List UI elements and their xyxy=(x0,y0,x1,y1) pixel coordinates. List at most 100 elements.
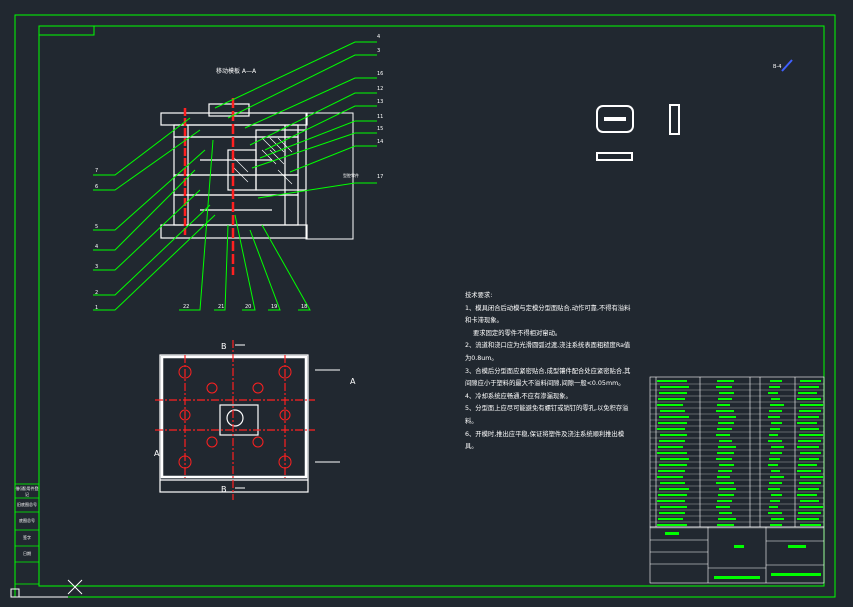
callout-right-9: 17 xyxy=(377,174,384,180)
plan-view xyxy=(159,354,309,493)
parts-row-cell xyxy=(717,476,730,478)
callout-left-7: 1 xyxy=(95,305,99,311)
callout-left-6: 2 xyxy=(95,290,99,296)
parts-row-cell xyxy=(660,482,685,484)
note-1b: 要求固定的零件不得相对窜动。 xyxy=(473,329,562,337)
parts-row-cell xyxy=(798,416,819,418)
parts-row-cell xyxy=(657,452,687,454)
parts-row-cell xyxy=(771,398,780,400)
parts-row-cell xyxy=(769,386,780,388)
parts-row-cell xyxy=(797,494,817,496)
parts-row-cell xyxy=(800,380,821,382)
technical-notes: 技术要求: 1、模具闭合后动模与定模分型面贴合,动作可靠,不得有溢料和卡滞现象。… xyxy=(465,290,635,454)
parts-row-cell xyxy=(799,386,819,388)
parts-row-cell xyxy=(658,446,683,448)
parts-row-cell xyxy=(800,476,823,478)
parts-row-cell xyxy=(659,416,689,418)
parts-list-rows xyxy=(650,380,824,529)
parts-row-cell xyxy=(797,422,817,424)
parts-row-cell xyxy=(770,428,780,430)
side-table-cell-2: 旧底图总号 xyxy=(17,502,37,507)
callout-left-3: 5 xyxy=(95,224,99,230)
callout-left-4: 4 xyxy=(95,244,99,250)
parts-row-cell xyxy=(770,452,782,454)
part-view-slot xyxy=(669,104,680,135)
callout-left-5: 3 xyxy=(95,264,99,270)
parts-row-cell xyxy=(719,512,732,514)
parts-row-cell xyxy=(769,506,778,508)
note-4: 4、冷却系统应畅通,不应有渗漏现象。 xyxy=(465,392,572,400)
parts-row-cell xyxy=(798,392,817,394)
parts-row-cell xyxy=(799,458,819,460)
parts-row-cell xyxy=(770,524,782,526)
parts-row-cell xyxy=(799,482,821,484)
callout-right-5: 13 xyxy=(377,99,384,105)
parts-row-cell xyxy=(768,512,782,514)
parts-row-cell xyxy=(800,452,821,454)
parts-row-cell xyxy=(660,458,689,460)
callout-left-2: 6 xyxy=(95,184,99,190)
ucs-icon xyxy=(10,579,83,598)
parts-row-cell xyxy=(718,494,734,496)
parts-row-cell xyxy=(717,524,734,526)
parts-row-cell xyxy=(718,470,732,472)
title-block-fills xyxy=(665,532,821,579)
note-1: 1、模具闭合后动模与定模分型面贴合,动作可靠,不得有溢料和卡滞现象。 xyxy=(465,304,631,325)
note-3: 3、合模后分型面应紧密贴合,成型镶件配合处应紧密贴合,其间隙应小于塑料的最大不溢… xyxy=(465,367,631,388)
side-table-cell-4: 签字 xyxy=(23,535,31,540)
inner-frame xyxy=(38,25,825,587)
parts-row-cell xyxy=(660,506,687,508)
plan-holes xyxy=(178,365,292,469)
parts-row-cell xyxy=(659,392,687,394)
top-right-pen-icon xyxy=(781,59,793,72)
parts-row-cell xyxy=(658,494,687,496)
section-mark-b-top: B xyxy=(221,342,227,351)
callout-right-1: 4 xyxy=(377,34,381,40)
parts-row-cell xyxy=(797,446,819,448)
leader-lines-right xyxy=(214,41,377,199)
parts-row-cell xyxy=(768,392,778,394)
parts-row-cell xyxy=(769,482,782,484)
parts-row-cell xyxy=(798,464,817,466)
side-table-cell-5: 日期 xyxy=(23,551,31,556)
parts-row-cell xyxy=(658,398,685,400)
outer-frame xyxy=(14,14,836,598)
parts-row-cell xyxy=(798,440,821,442)
parts-row-cell xyxy=(768,440,782,442)
title-block xyxy=(649,526,825,584)
callout-bottom-1: 22 xyxy=(183,304,190,310)
parts-row-cell xyxy=(770,476,784,478)
parts-row-cell xyxy=(657,404,683,406)
inset-label: 型腔零件 xyxy=(343,173,359,178)
parts-row-cell xyxy=(768,464,778,466)
parts-row-cell xyxy=(797,470,821,472)
parts-row-cell xyxy=(660,434,687,436)
callout-right-2: 3 xyxy=(377,48,381,54)
parts-row-cell xyxy=(657,380,687,382)
leader-lines-bottom xyxy=(179,139,311,311)
part-view-bracket xyxy=(596,152,633,161)
parts-row-cell xyxy=(716,482,734,484)
section-mark-b-bottom: B xyxy=(221,485,227,494)
parts-row-cell xyxy=(657,428,685,430)
parts-row-cell xyxy=(716,386,732,388)
section-inset-box xyxy=(305,112,354,240)
parts-row-cell xyxy=(771,422,782,424)
callout-right-7: 15 xyxy=(377,126,384,132)
parts-row-cell xyxy=(771,470,780,472)
parts-row-cell xyxy=(800,500,819,502)
parts-row-cell xyxy=(797,518,819,520)
parts-row-cell xyxy=(717,452,734,454)
parts-row-cell xyxy=(719,464,734,466)
callout-bottom-3: 20 xyxy=(245,304,252,310)
parts-row-cell xyxy=(657,500,685,502)
parts-row-cell xyxy=(719,392,734,394)
parts-row-cell xyxy=(659,488,689,490)
parts-row-cell xyxy=(800,428,819,430)
parts-row-cell xyxy=(770,380,782,382)
parts-row-cell xyxy=(716,458,732,460)
parts-row-cell xyxy=(771,494,782,496)
parts-row-cell xyxy=(799,434,823,436)
callout-bottom-5: 18 xyxy=(301,304,308,310)
